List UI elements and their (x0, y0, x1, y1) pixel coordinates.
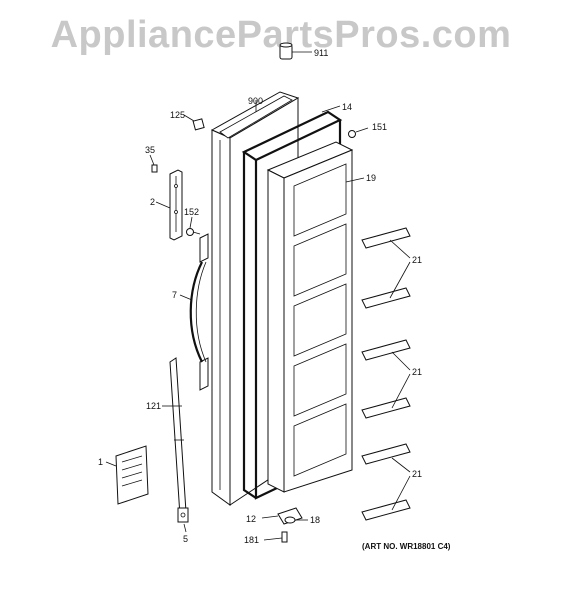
art-number: (ART NO. WR18801 C4) (362, 542, 451, 551)
part-5 (177, 507, 189, 533)
callout-14: 14 (342, 102, 352, 112)
part-1-card (105, 445, 149, 505)
part-21-bins-group-2 (361, 339, 411, 419)
callout-21-c: 21 (412, 469, 422, 479)
callout-911: 911 (314, 48, 328, 58)
callout-2: 2 (150, 197, 155, 207)
callout-21-a: 21 (412, 255, 422, 265)
callout-7: 7 (172, 290, 177, 300)
part-35 (149, 154, 158, 173)
callout-181: 181 (244, 535, 259, 545)
callout-152: 152 (184, 207, 199, 217)
part-18-bushing (284, 516, 308, 524)
part-121-trim (162, 357, 187, 517)
callout-121: 121 (146, 401, 161, 411)
part-911-plug (279, 42, 312, 60)
part-125 (183, 114, 205, 131)
part-12-bracket (261, 507, 303, 525)
part-21-bins-group-3 (361, 443, 411, 521)
part-181-screw (263, 531, 288, 543)
callout-900: 900 (248, 96, 263, 106)
part-19-door-liner (266, 141, 365, 493)
part-2-hinge (155, 169, 183, 241)
callout-35: 35 (145, 145, 155, 155)
part-151-screw (348, 127, 369, 138)
callout-19: 19 (366, 173, 376, 183)
callout-21-b: 21 (412, 367, 422, 377)
callout-1: 1 (98, 457, 103, 467)
part-152-screw (186, 216, 201, 236)
callout-18: 18 (310, 515, 320, 525)
callout-151: 151 (372, 122, 387, 132)
callout-125: 125 (170, 110, 185, 120)
part-21-bins-group-1 (361, 227, 411, 309)
callout-5: 5 (183, 534, 188, 544)
callout-12: 12 (246, 514, 256, 524)
part-7-handle (179, 233, 209, 391)
